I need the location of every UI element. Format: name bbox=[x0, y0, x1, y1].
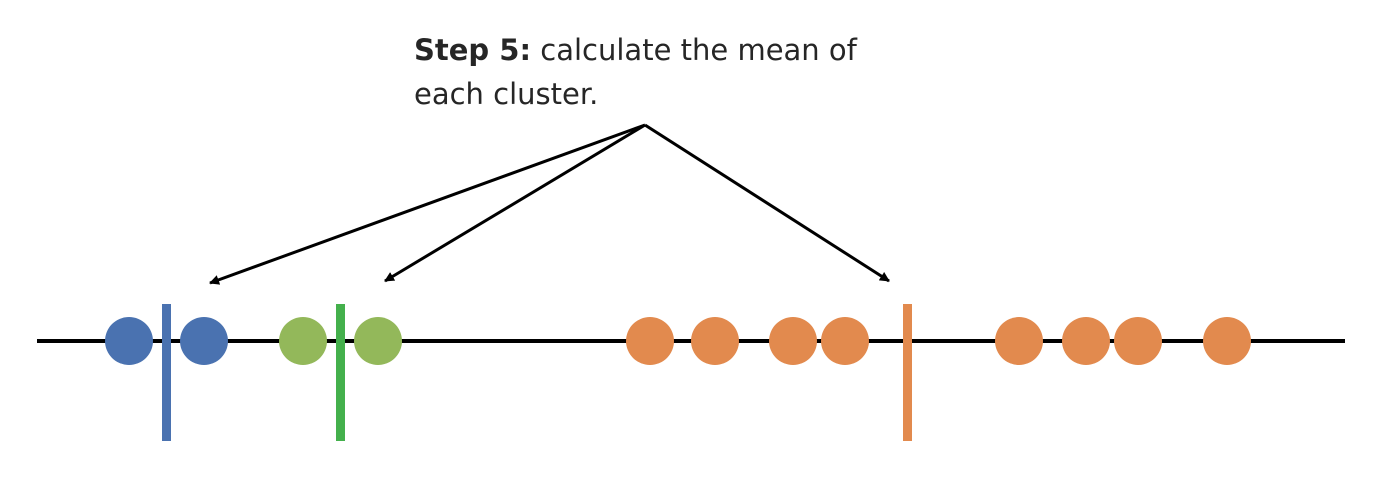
arrow-to-green-mean bbox=[384, 123, 646, 283]
blue-point bbox=[105, 317, 153, 365]
orange-point bbox=[626, 317, 674, 365]
step-text-line1: calculate the mean of bbox=[531, 33, 857, 67]
step-caption: Step 5: calculate the mean of each clust… bbox=[414, 28, 934, 116]
orange-point bbox=[821, 317, 869, 365]
orange-point bbox=[1114, 317, 1162, 365]
step-text-line2: each cluster. bbox=[414, 77, 599, 111]
arrow-to-blue-mean bbox=[209, 123, 646, 285]
step-label: Step 5: bbox=[414, 33, 532, 67]
orange-point bbox=[995, 317, 1043, 365]
blue-point bbox=[180, 317, 228, 365]
green-point bbox=[354, 317, 402, 365]
blue-mean-line bbox=[162, 304, 171, 441]
green-point bbox=[279, 317, 327, 365]
orange-mean-line bbox=[903, 304, 912, 441]
orange-point bbox=[691, 317, 739, 365]
green-mean-line bbox=[336, 304, 345, 441]
arrow-to-orange-mean bbox=[644, 123, 890, 283]
orange-point bbox=[1062, 317, 1110, 365]
orange-point bbox=[769, 317, 817, 365]
orange-point bbox=[1203, 317, 1251, 365]
